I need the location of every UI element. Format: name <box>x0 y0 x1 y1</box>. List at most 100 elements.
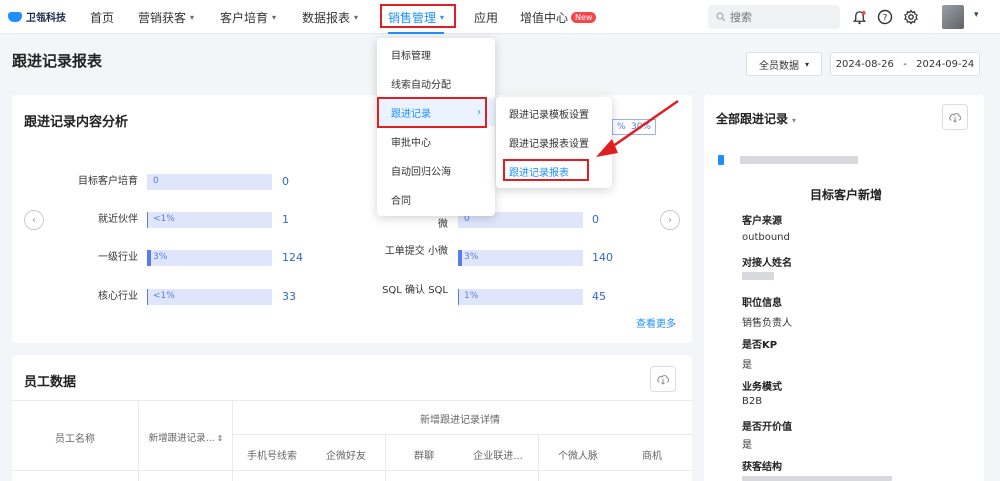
field-label: 获客结构 <box>742 462 782 473</box>
column-header-personal[interactable]: 个微人脉 <box>558 451 598 462</box>
chevron-right-icon: › <box>477 106 481 118</box>
nav-reports[interactable]: 数据报表▾ <box>302 0 358 34</box>
avatar[interactable] <box>942 5 964 29</box>
gear-icon[interactable] <box>902 8 920 26</box>
export-button[interactable] <box>650 366 676 392</box>
metric-value[interactable]: 45 <box>592 290 606 303</box>
followup-submenu: 跟进记录模板设置 跟进记录报表设置 跟进记录报表 <box>496 97 612 188</box>
metric-bar-fill <box>147 250 151 266</box>
help-icon[interactable]: ? <box>876 8 894 26</box>
metric-value[interactable]: 0 <box>282 175 289 188</box>
view-more-link[interactable]: 查看更多 <box>636 319 676 330</box>
field-label: 业务模式 <box>742 382 782 393</box>
search-box[interactable] <box>708 5 840 29</box>
nav-home-label: 首页 <box>90 10 115 25</box>
redacted-text <box>742 476 892 481</box>
menu-item-label: 跟进记录 <box>391 108 431 120</box>
submenu-item-template[interactable]: 跟进记录模板设置 <box>496 99 612 127</box>
nav-sales[interactable]: 销售管理▾ <box>388 0 445 34</box>
date-range-picker[interactable]: 2024-08-26 - 2024-09-24 <box>830 52 980 76</box>
metric-value[interactable]: 140 <box>592 251 613 264</box>
record-card-title: 目标客户新增 <box>809 188 882 202</box>
metric-value[interactable]: 0 <box>592 213 599 226</box>
metric-label: 目标客户培育 <box>78 176 138 187</box>
column-header-group-chat[interactable]: 群聊 <box>414 451 434 462</box>
table-border <box>12 470 692 471</box>
metric-label: 核心行业 <box>98 291 138 302</box>
field-label: 职位信息 <box>742 298 782 309</box>
field-label: 客户来源 <box>742 216 782 227</box>
menu-item-auto-return[interactable]: 自动回归公海 <box>377 156 495 184</box>
metric-pct: 3% <box>153 252 168 262</box>
menu-item-contract[interactable]: 合同 <box>377 185 495 213</box>
metric-bar: 3% <box>458 250 583 266</box>
export-button[interactable] <box>942 104 968 130</box>
employee-title: 员工数据 <box>24 375 77 390</box>
chevron-down-icon[interactable]: ▾ <box>974 10 979 20</box>
new-badge: New <box>571 11 597 23</box>
menu-item-label: 自动回归公海 <box>391 166 451 178</box>
record-detail <box>736 174 956 481</box>
metric-value[interactable]: 124 <box>282 251 303 264</box>
metric-label: 工单提交 小微 <box>384 246 448 257</box>
metric-label: 微 <box>438 219 448 230</box>
table-border <box>138 400 139 481</box>
table-border <box>538 434 539 481</box>
chevron-left-icon: ‹ <box>32 214 36 226</box>
search-input[interactable] <box>730 10 830 24</box>
column-header-new[interactable]: 新增跟进记录...⇕ <box>142 430 230 444</box>
date-end[interactable]: 2024-09-24 <box>916 58 975 70</box>
nav-marketing-label: 营销获客 <box>138 10 187 25</box>
column-header-wecom-friends[interactable]: 企微好友 <box>326 451 366 462</box>
records-panel-title[interactable]: 全部跟进记录▾ <box>716 110 796 127</box>
prev-page-button[interactable]: ‹ <box>24 210 44 230</box>
nav-nurture[interactable]: 客户培育▾ <box>220 0 276 34</box>
nav-sales-label: 销售管理 <box>388 10 437 25</box>
nav-home[interactable]: 首页 <box>90 0 114 34</box>
metric-value[interactable]: 1 <box>282 213 289 226</box>
cloud-download-icon <box>657 374 670 385</box>
employee-card <box>12 355 692 481</box>
chevron-down-icon: ▾ <box>440 12 445 22</box>
brand-name: 卫瓴科技 <box>26 13 66 24</box>
sort-icon[interactable]: ⇕ <box>216 434 224 443</box>
record-type-icon <box>718 155 724 165</box>
field-value: 是 <box>742 360 752 371</box>
date-start[interactable]: 2024-08-26 <box>835 58 894 70</box>
column-header-company[interactable]: 企业联进... <box>473 451 523 462</box>
column-header-name[interactable]: 员工名称 <box>55 434 95 445</box>
nav-marketing[interactable]: 营销获客▾ <box>138 0 194 34</box>
metric-label: SQL 确认 SQL <box>382 285 448 296</box>
svg-text:?: ? <box>883 14 888 24</box>
menu-item-approval[interactable]: 审批中心 <box>377 127 495 155</box>
brand-logo[interactable]: 卫瓴科技 <box>8 9 80 24</box>
menu-item-label: 线索自动分配 <box>391 79 451 91</box>
submenu-item-report[interactable]: 跟进记录报表 <box>496 157 612 185</box>
menu-item-lead-assign[interactable]: 线索自动分配 <box>377 69 495 97</box>
table-border <box>232 400 233 481</box>
sales-dropdown-menu: 目标管理 线索自动分配 跟进记录 › 审批中心 自动回归公海 合同 <box>377 38 495 216</box>
submenu-item-report-settings[interactable]: 跟进记录报表设置 <box>496 128 612 156</box>
column-header-phone[interactable]: 手机号线索 <box>247 451 297 462</box>
redacted-text <box>742 272 774 280</box>
metric-label: 一级行业 <box>98 252 138 263</box>
metric-bar-fill <box>147 289 149 305</box>
metric-bar-fill <box>458 289 460 305</box>
nav-apps[interactable]: 应用 <box>474 0 498 34</box>
menu-item-target[interactable]: 目标管理 <box>377 40 495 68</box>
next-page-button[interactable]: › <box>660 210 680 230</box>
bell-icon[interactable] <box>850 8 868 26</box>
scope-select[interactable]: 全员数据 ▾ <box>746 52 822 76</box>
date-separator: - <box>903 58 907 70</box>
column-header-new-label: 新增跟进记录... <box>148 433 215 444</box>
metric-value[interactable]: 33 <box>282 290 296 303</box>
metric-pct: 0 <box>464 214 470 224</box>
menu-item-followup[interactable]: 跟进记录 › <box>377 98 495 126</box>
field-label: 是否KP <box>742 340 778 351</box>
field-value: 是 <box>742 440 752 451</box>
metric-bar: 0 <box>458 212 583 228</box>
fragment-a: % <box>617 122 626 132</box>
metric-pct: <1% <box>153 291 175 301</box>
column-header-opportunity[interactable]: 商机 <box>642 451 662 462</box>
